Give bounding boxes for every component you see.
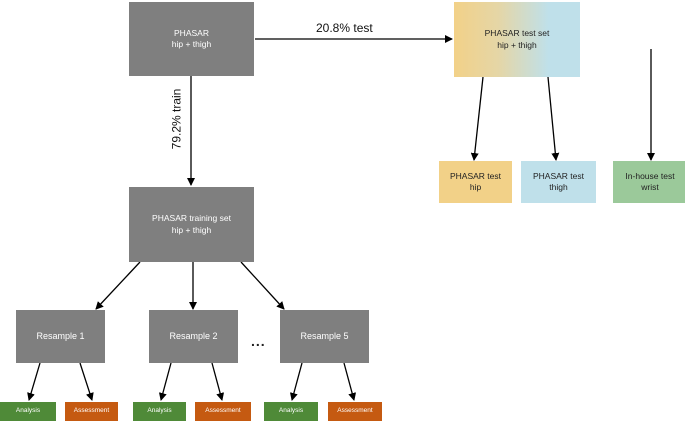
resample-label: Resample 1 (36, 331, 85, 342)
resample-label: Resample 2 (169, 331, 218, 342)
test-set-box-line1: PHASAR test set (484, 28, 550, 39)
assessment-box: Assessment (195, 402, 251, 421)
test-thigh-line2: thigh (549, 182, 568, 192)
test-hip-line1: PHASAR test (449, 170, 502, 181)
test-hip-line2: hip (469, 182, 482, 192)
resample-box: Resample 2 (149, 310, 238, 363)
analysis-label: Analysis (15, 407, 41, 415)
arrow-train-to-resample5 (240, 261, 285, 310)
training-set-box: PHASAR training set hip + thigh (129, 187, 254, 262)
resample-label: Resample 5 (300, 331, 349, 342)
arrow-r5-to-analysis (289, 362, 303, 401)
inhouse-line2: wrist (641, 182, 659, 192)
inhouse-test-box: In-house test wrist (613, 161, 685, 203)
test-thigh-line1: PHASAR test (532, 170, 585, 181)
resample-box: Resample 1 (16, 310, 105, 363)
arrow-r1-to-analysis (27, 362, 41, 401)
test-hip-box: PHASAR test hip (439, 161, 512, 203)
arrow-testset-to-thigh (547, 76, 560, 161)
training-set-line2: hip + thigh (171, 224, 212, 235)
arrow-r2-to-analysis (158, 362, 172, 401)
test-set-box-line2: hip + thigh (497, 39, 537, 50)
arrow-r5-to-assessment (343, 362, 357, 401)
analysis-label: Analysis (278, 407, 304, 415)
assessment-label: Assessment (73, 407, 110, 415)
test-thigh-box: PHASAR test thigh (521, 161, 596, 203)
training-set-line1: PHASAR training set (152, 213, 231, 224)
source-box-line1: PHASAR (174, 27, 209, 38)
arrow-train-to-resample1 (95, 261, 141, 310)
test-set-box: PHASAR test set hip + thigh (454, 2, 580, 77)
source-box: PHASAR hip + thigh (129, 2, 254, 76)
train-split-label: 79.2% train (169, 88, 184, 150)
assessment-box: Assessment (328, 402, 382, 421)
assessment-label: Assessment (205, 407, 241, 415)
arrow-r2-to-assessment (211, 362, 225, 401)
assessment-box: Assessment (65, 402, 118, 421)
test-split-label: 20.8% test (316, 21, 373, 35)
arrow-testset-to-hip (470, 76, 484, 161)
resample-box: Resample 5 (280, 310, 369, 363)
analysis-box: Analysis (264, 402, 318, 421)
analysis-box: Analysis (133, 402, 186, 421)
analysis-label: Analysis (147, 407, 172, 415)
ellipsis: ... (251, 333, 266, 349)
inhouse-line1: In-house test (625, 170, 675, 181)
arrow-r1-to-assessment (79, 362, 94, 401)
source-box-line2: hip + thigh (171, 39, 212, 49)
analysis-box: Analysis (0, 402, 56, 421)
assessment-label: Assessment (337, 407, 373, 415)
